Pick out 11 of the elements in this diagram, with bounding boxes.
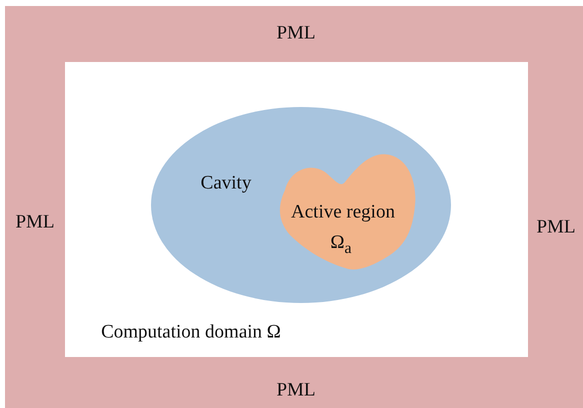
domain-label: Computation domain Ω — [101, 322, 281, 342]
pml-label: PML — [276, 380, 316, 400]
cavity-label: Cavity — [200, 174, 252, 192]
pml-layer — [5, 6, 583, 408]
cavity-ellipse — [151, 107, 451, 303]
region-label: Active region — [291, 202, 395, 222]
computation-domain — [65, 62, 528, 357]
pml-label: PML — [536, 218, 576, 236]
pml-label: PML — [15, 212, 55, 232]
region-symbol: Ω$_{a}$ — [330, 233, 352, 257]
pml-label: PML — [276, 24, 316, 42]
